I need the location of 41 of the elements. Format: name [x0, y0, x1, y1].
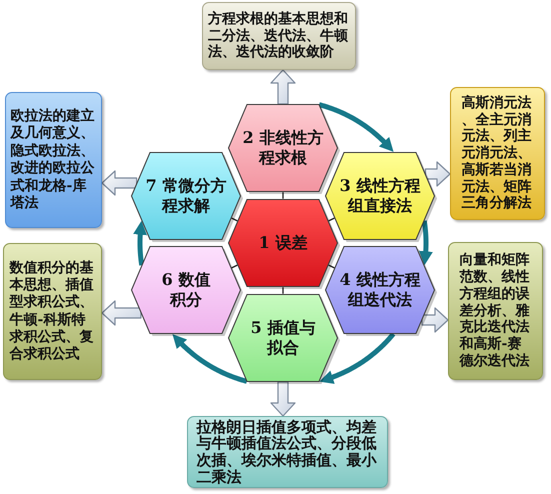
connector-line [328, 218, 335, 222]
topic-label: 4 线性方程组迭代法 [338, 270, 422, 310]
note-card [450, 87, 545, 220]
note-card [448, 242, 543, 380]
hexagon [325, 152, 438, 243]
block-arrow [421, 307, 449, 333]
note-text: 数值积分的基本思想、插值型求积公式、牛顿-科斯特求积公式、复合求积公式 [10, 260, 94, 364]
connector-line [231, 218, 238, 222]
note-text: 拉格朗日插值多项式、均差与牛顿插值法公式、分段低次插、埃尔米特插值、最小二乘法 [196, 418, 378, 486]
topic-label: 7 常微分方程求解 [144, 176, 228, 216]
topic-label: 2 非线性方程求根 [242, 128, 324, 168]
block-arrow [101, 300, 142, 326]
topic-label: 6 数值积分 [160, 270, 212, 310]
curved-arrow [172, 334, 248, 384]
block-arrow [270, 69, 296, 105]
hexagon [228, 199, 341, 290]
hexagon [228, 104, 341, 195]
note-card [202, 2, 356, 70]
hexagon [131, 246, 244, 337]
note-text: 高斯消元法、全主元消元法、列主元消元法、高斯若当消元法、矩阵三角分解法 [462, 94, 532, 212]
curved-arrow [318, 102, 394, 152]
topic-label: 5 插值与拟合 [250, 318, 316, 358]
note-text: 向量和矩阵范数、线性方程组的误差分析、雅克比迭代法和高斯-赛德尔迭代法 [460, 252, 530, 370]
topic-label: 3 线性方程组直接法 [338, 176, 422, 216]
hexagon [131, 152, 244, 243]
note-card [187, 416, 388, 488]
note-card [3, 243, 102, 380]
block-arrow [101, 170, 138, 196]
connector-line [328, 264, 335, 268]
connector-line [231, 264, 238, 268]
note-text: 欧拉法的建立及几何意义、隐式欧拉法、改进的欧拉公式和龙格-库塔法 [10, 108, 96, 212]
curved-arrow [133, 220, 148, 267]
curved-arrow [418, 219, 433, 266]
block-arrow [270, 381, 296, 417]
topic-label: 1 误差 [258, 233, 308, 253]
note-card [5, 92, 102, 228]
hexagon [325, 246, 438, 337]
hexagon [228, 294, 341, 385]
curved-arrow [319, 332, 396, 384]
note-text: 方程求根的基本思想和二分法、迭代法、牛顿法、迭代法的收敛阶 [208, 11, 349, 61]
block-arrow [424, 161, 451, 187]
